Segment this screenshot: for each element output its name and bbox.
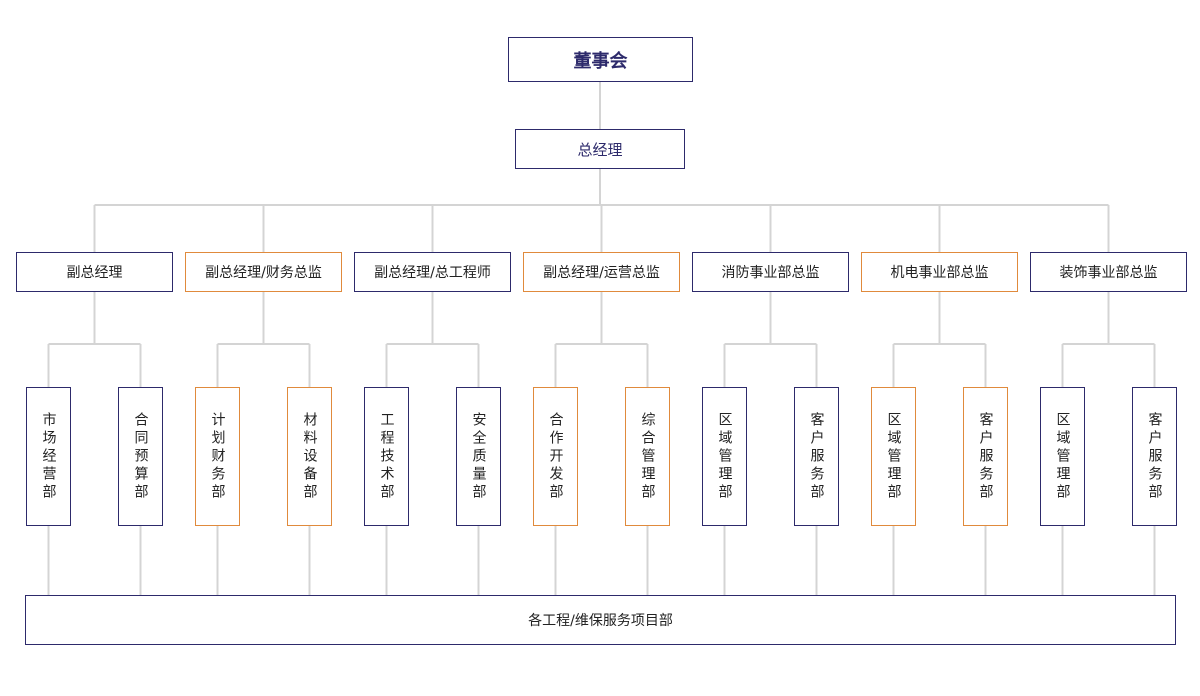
executive-box: 副总经理/财务总监 (185, 252, 342, 292)
board-label: 董事会 (573, 50, 628, 72)
department-label: 合同预算部 (132, 411, 149, 502)
department-label: 区域管理部 (885, 411, 902, 502)
executive-label: 副总经理 (66, 265, 123, 281)
executive-label: 消防事业部总监 (721, 265, 820, 281)
department-label: 综合管理部 (639, 411, 656, 502)
executive-box: 机电事业部总监 (861, 252, 1018, 292)
department-label: 材料设备部 (301, 411, 318, 502)
department-box: 综合管理部 (625, 387, 670, 526)
department-label: 区域管理部 (716, 411, 733, 502)
department-label: 客户服务部 (977, 411, 994, 502)
department-box: 工程技术部 (364, 387, 409, 526)
executive-label: 副总经理/总工程师 (374, 265, 491, 281)
department-box: 客户服务部 (1132, 387, 1177, 526)
department-box: 客户服务部 (963, 387, 1008, 526)
executive-label: 副总经理/财务总监 (205, 265, 322, 281)
department-label: 区域管理部 (1054, 411, 1071, 502)
department-box: 客户服务部 (794, 387, 839, 526)
general-manager-box: 总经理 (515, 129, 685, 169)
project-department-box: 各工程/维保服务项目部 (25, 595, 1176, 645)
department-box: 安全质量部 (456, 387, 501, 526)
department-label: 计划财务部 (209, 411, 226, 502)
executive-box: 副总经理 (16, 252, 173, 292)
executive-label: 副总经理/运营总监 (543, 265, 660, 281)
department-label: 客户服务部 (1146, 411, 1163, 502)
executive-label: 装饰事业部总监 (1059, 265, 1158, 281)
executive-box: 消防事业部总监 (692, 252, 849, 292)
executive-box: 装饰事业部总监 (1030, 252, 1187, 292)
department-box: 区域管理部 (871, 387, 916, 526)
department-label: 市场经营部 (40, 411, 57, 502)
executive-label: 机电事业部总监 (890, 265, 989, 281)
executive-box: 副总经理/总工程师 (354, 252, 511, 292)
department-box: 区域管理部 (1040, 387, 1085, 526)
department-box: 合作开发部 (533, 387, 578, 526)
project-department-label: 各工程/维保服务项目部 (528, 613, 673, 629)
department-label: 客户服务部 (808, 411, 825, 502)
executive-box: 副总经理/运营总监 (523, 252, 680, 292)
general-manager-label: 总经理 (577, 140, 623, 159)
department-label: 合作开发部 (547, 411, 564, 502)
department-box: 市场经营部 (26, 387, 71, 526)
department-box: 计划财务部 (195, 387, 240, 526)
department-box: 合同预算部 (118, 387, 163, 526)
department-label: 工程技术部 (378, 411, 395, 502)
board-box: 董事会 (508, 37, 693, 82)
department-label: 安全质量部 (470, 411, 487, 502)
department-box: 材料设备部 (287, 387, 332, 526)
department-box: 区域管理部 (702, 387, 747, 526)
